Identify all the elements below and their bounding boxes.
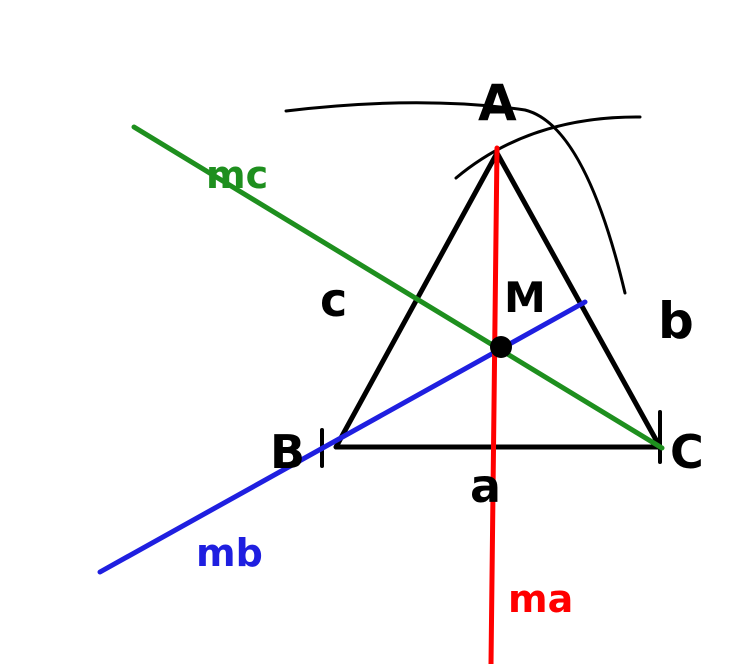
bisector-label-mb: mb (196, 531, 263, 575)
side-label-c: c (320, 273, 347, 327)
bisector-mc-line (131, 124, 665, 451)
vertex-label-b: B (270, 425, 305, 479)
bisector-label-mc: mc (206, 153, 268, 197)
circumcenter-point (490, 336, 512, 358)
construction-arc-right (454, 115, 642, 180)
construction-arc-left (284, 101, 627, 295)
side-label-b: b (658, 292, 694, 350)
point-label-m: M (504, 273, 546, 322)
bisector-ma-line (488, 145, 500, 664)
side-label-a: a (470, 459, 501, 513)
bisector-mb-line (97, 299, 588, 575)
bisector-label-ma: ma (508, 577, 573, 621)
vertex-label-a: A (478, 74, 517, 132)
vertex-label-c: C (670, 425, 704, 479)
